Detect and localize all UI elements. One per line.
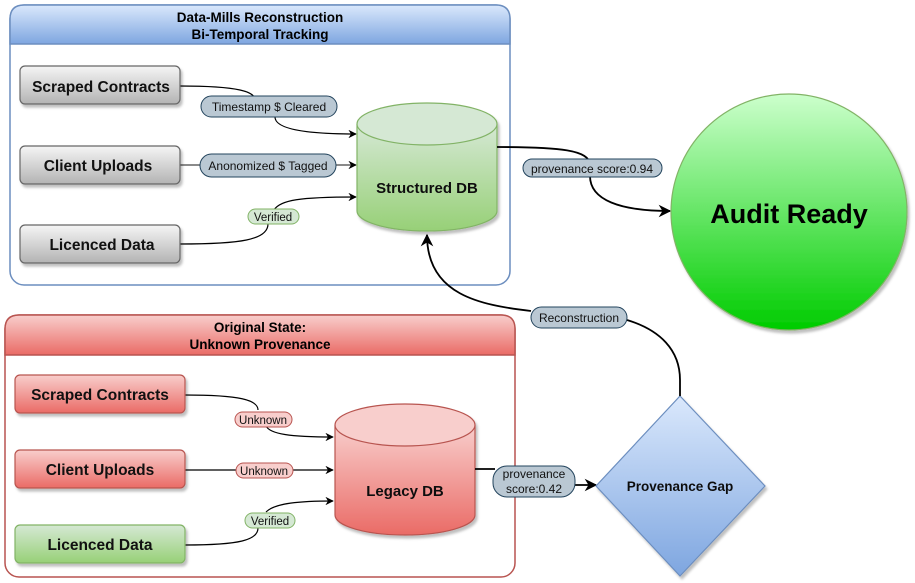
provenance-gap-node[interactable]: Provenance Gap xyxy=(595,395,766,577)
svg-text:provenance score:0.94: provenance score:0.94 xyxy=(531,162,653,176)
svg-text:provenance: provenance xyxy=(503,467,566,481)
bottom-source-scraped-contracts[interactable]: Scraped Contracts xyxy=(14,374,186,414)
edge-bottom-scraped-to-legacy xyxy=(184,394,333,437)
svg-text:Unknown: Unknown xyxy=(240,466,288,478)
edge-label-provenance-score-high: provenance score:0.94 xyxy=(522,158,663,178)
structured-db[interactable]: Structured DB xyxy=(356,102,498,232)
edge-bottom-licenced-to-legacy xyxy=(184,501,333,546)
edge-label-unknown-2: Unknown xyxy=(235,462,294,479)
edge-structured-to-audit xyxy=(496,146,670,211)
svg-text:score:0.42: score:0.42 xyxy=(506,482,562,496)
legacy-db[interactable]: Legacy DB xyxy=(334,403,476,536)
svg-text:Audit Ready: Audit Ready xyxy=(710,199,868,229)
svg-text:Reconstruction: Reconstruction xyxy=(539,311,619,325)
edge-reconstruction xyxy=(427,235,681,396)
top-group-title-line2: Bi-Temporal Tracking xyxy=(191,27,328,42)
edge-label-anonomized-tagged: Anonomized $ Tagged xyxy=(199,153,337,178)
edge-label-top-verified: Verified xyxy=(247,208,300,225)
svg-text:Unknown: Unknown xyxy=(239,415,287,427)
bottom-source-licenced-data[interactable]: Licenced Data xyxy=(14,524,186,564)
top-source-scraped-contracts[interactable]: Scraped Contracts xyxy=(19,65,181,105)
edge-label-unknown-1: Unknown xyxy=(234,411,293,428)
top-source-client-uploads[interactable]: Client Uploads xyxy=(19,145,181,185)
edge-label-timestamp-cleared: Timestamp $ Cleared xyxy=(200,95,338,118)
svg-text:Verified: Verified xyxy=(251,516,289,528)
svg-text:Structured DB: Structured DB xyxy=(376,180,478,197)
edge-label-bottom-verified: Verified xyxy=(244,512,296,529)
bottom-group-header xyxy=(4,314,516,356)
top-group-title-line1: Data-Mills Reconstruction xyxy=(177,10,344,25)
bottom-group-title-line2: Unknown Provenance xyxy=(189,337,331,352)
svg-text:Verified: Verified xyxy=(254,212,292,224)
svg-text:Licenced Data: Licenced Data xyxy=(49,237,154,254)
svg-text:Scraped Contracts: Scraped Contracts xyxy=(31,387,169,404)
svg-text:Anonomized $ Tagged: Anonomized $ Tagged xyxy=(208,159,327,173)
svg-text:Licenced Data: Licenced Data xyxy=(47,537,152,554)
svg-text:Client Uploads: Client Uploads xyxy=(44,158,153,175)
top-source-licenced-data[interactable]: Licenced Data xyxy=(19,224,181,264)
svg-text:Legacy DB: Legacy DB xyxy=(366,483,444,500)
svg-text:Provenance Gap: Provenance Gap xyxy=(627,479,734,494)
svg-text:Timestamp $ Cleared: Timestamp $ Cleared xyxy=(212,100,326,114)
svg-text:Scraped Contracts: Scraped Contracts xyxy=(32,79,170,96)
edge-legacy-to-gap xyxy=(475,468,596,485)
audit-ready-node[interactable]: Audit Ready xyxy=(670,93,908,331)
bottom-source-client-uploads[interactable]: Client Uploads xyxy=(14,449,186,489)
edge-top-licenced-to-structured xyxy=(179,197,356,245)
svg-text:Client Uploads: Client Uploads xyxy=(46,462,155,479)
top-group-header xyxy=(9,4,511,45)
bottom-group-title-line1: Original State: xyxy=(214,320,306,335)
edge-label-provenance-score-low: provenance score:0.42 xyxy=(492,465,576,498)
edge-label-reconstruction: Reconstruction xyxy=(530,306,628,329)
